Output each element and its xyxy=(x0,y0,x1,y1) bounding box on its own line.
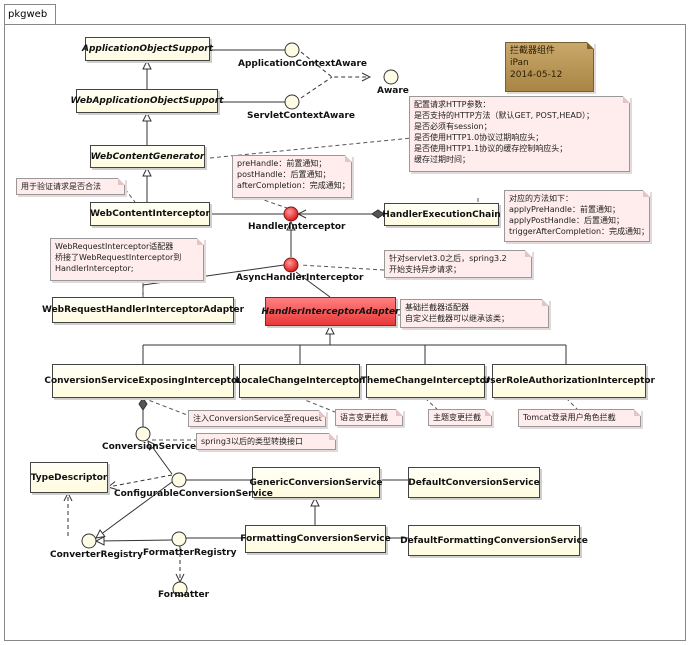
label-converter-registry: ConverterRegistry xyxy=(50,550,143,560)
note-base-adapter: 基础拦截器适配器自定义拦截器可以继承该类； xyxy=(400,299,549,328)
label-configurable-conversion-service: ConfigurableConversionService xyxy=(114,489,273,499)
handler-interceptor-icon xyxy=(283,206,299,222)
aware-icon xyxy=(383,69,399,85)
note-chain-methods: 对应的方法如下：applyPreHandle：前置通知；applyPostHan… xyxy=(504,190,650,242)
class-locale-change-interceptor[interactable]: LocaleChangeInterceptor xyxy=(236,364,363,398)
class-web-request-handler-interceptor-adapter[interactable]: WebRequestHandlerInterceptorAdapter xyxy=(42,297,244,323)
label-formatter-registry: FormatterRegistry xyxy=(143,548,237,558)
line-aca-aware xyxy=(300,51,370,77)
class-generic-conversion-service[interactable]: GenericConversionService xyxy=(250,467,382,498)
class-type-descriptor[interactable]: TypeDescriptor xyxy=(30,462,108,493)
note-web-request-adapter: WebRequestInterceptor适配器桥接了WebRequestInt… xyxy=(50,238,204,281)
line-ccs-cs xyxy=(148,441,173,475)
class-web-content-generator[interactable]: WebContentGenerator xyxy=(90,145,205,168)
configurable-conversion-service-icon xyxy=(171,472,187,488)
class-handler-interceptor-adapter[interactable]: HandlerInterceptorAdapter xyxy=(262,297,400,326)
formatter-icon xyxy=(172,581,188,597)
line-ccs-td xyxy=(108,474,173,487)
class-theme-change-interceptor[interactable]: ThemeChangeInterceptor xyxy=(361,364,490,398)
class-handler-execution-chain[interactable]: HandlerExecutionChain xyxy=(382,203,501,226)
note-tomcat: Tomcat登录用户角色拦截 xyxy=(518,409,641,427)
line-hia-ahi xyxy=(295,271,331,298)
class-default-conversion-service[interactable]: DefaultConversionService xyxy=(408,467,540,498)
converter-registry-icon xyxy=(81,533,97,549)
label-handler-interceptor: HandlerInterceptor xyxy=(248,222,346,232)
note-interceptor-methods: preHandle：前置通知；postHandle：后置通知；afterComp… xyxy=(232,155,352,198)
note-spring3-conversion: spring3以后的类型转换接口 xyxy=(196,433,336,450)
label-servlet-context-aware: ServletContextAware xyxy=(247,111,355,121)
class-application-object-support[interactable]: ApplicationObjectSupport xyxy=(82,37,213,61)
conversion-service-icon xyxy=(135,426,151,442)
label-async-handler-interceptor: AsyncHandlerInterceptor xyxy=(236,273,364,283)
line-fr-cr xyxy=(96,540,173,541)
line-ccs-cr xyxy=(96,481,173,538)
note-validate: 用于验证请求是否合法 xyxy=(16,178,125,195)
class-web-application-object-support[interactable]: WebApplicationObjectSupport xyxy=(71,89,223,113)
line-sca-aware xyxy=(300,76,333,99)
note-locale: 语言变更拦截 xyxy=(335,409,403,426)
servlet-context-aware-icon xyxy=(284,94,300,110)
class-conversion-service-exposing-interceptor[interactable]: ConversionServiceExposingInterceptor xyxy=(44,364,242,398)
line-wria-ahi xyxy=(142,264,285,286)
class-default-formatting-conversion-service[interactable]: DefaultFormattingConversionService xyxy=(400,525,588,556)
note-theme: 主题变更拦截 xyxy=(428,409,492,426)
label-application-context-aware: ApplicationContextAware xyxy=(238,59,368,69)
label-aware: Aware xyxy=(377,86,409,96)
class-user-role-authorization-interceptor[interactable]: UserRoleAuthorizationInterceptor xyxy=(483,364,655,398)
note-http-config: 配置请求HTTP参数：是否支持的HTTP方法（默认GET, POST,HEAD）… xyxy=(409,96,630,172)
async-handler-interceptor-icon xyxy=(283,257,299,273)
application-context-aware-icon xyxy=(284,42,300,58)
class-formatting-conversion-service[interactable]: FormattingConversionService xyxy=(240,525,391,553)
label-conversion-service: ConversionService xyxy=(102,442,197,452)
class-web-content-interceptor[interactable]: WebContentInterceptor xyxy=(90,202,210,226)
package-tab: pkgweb xyxy=(4,4,56,24)
note-inject-conversion: 注入ConversionService至request xyxy=(188,410,326,427)
label-formatter: Formatter xyxy=(158,590,210,600)
formatter-registry-icon xyxy=(171,531,187,547)
package-frame xyxy=(4,24,686,641)
anchor-http-note xyxy=(209,137,413,159)
